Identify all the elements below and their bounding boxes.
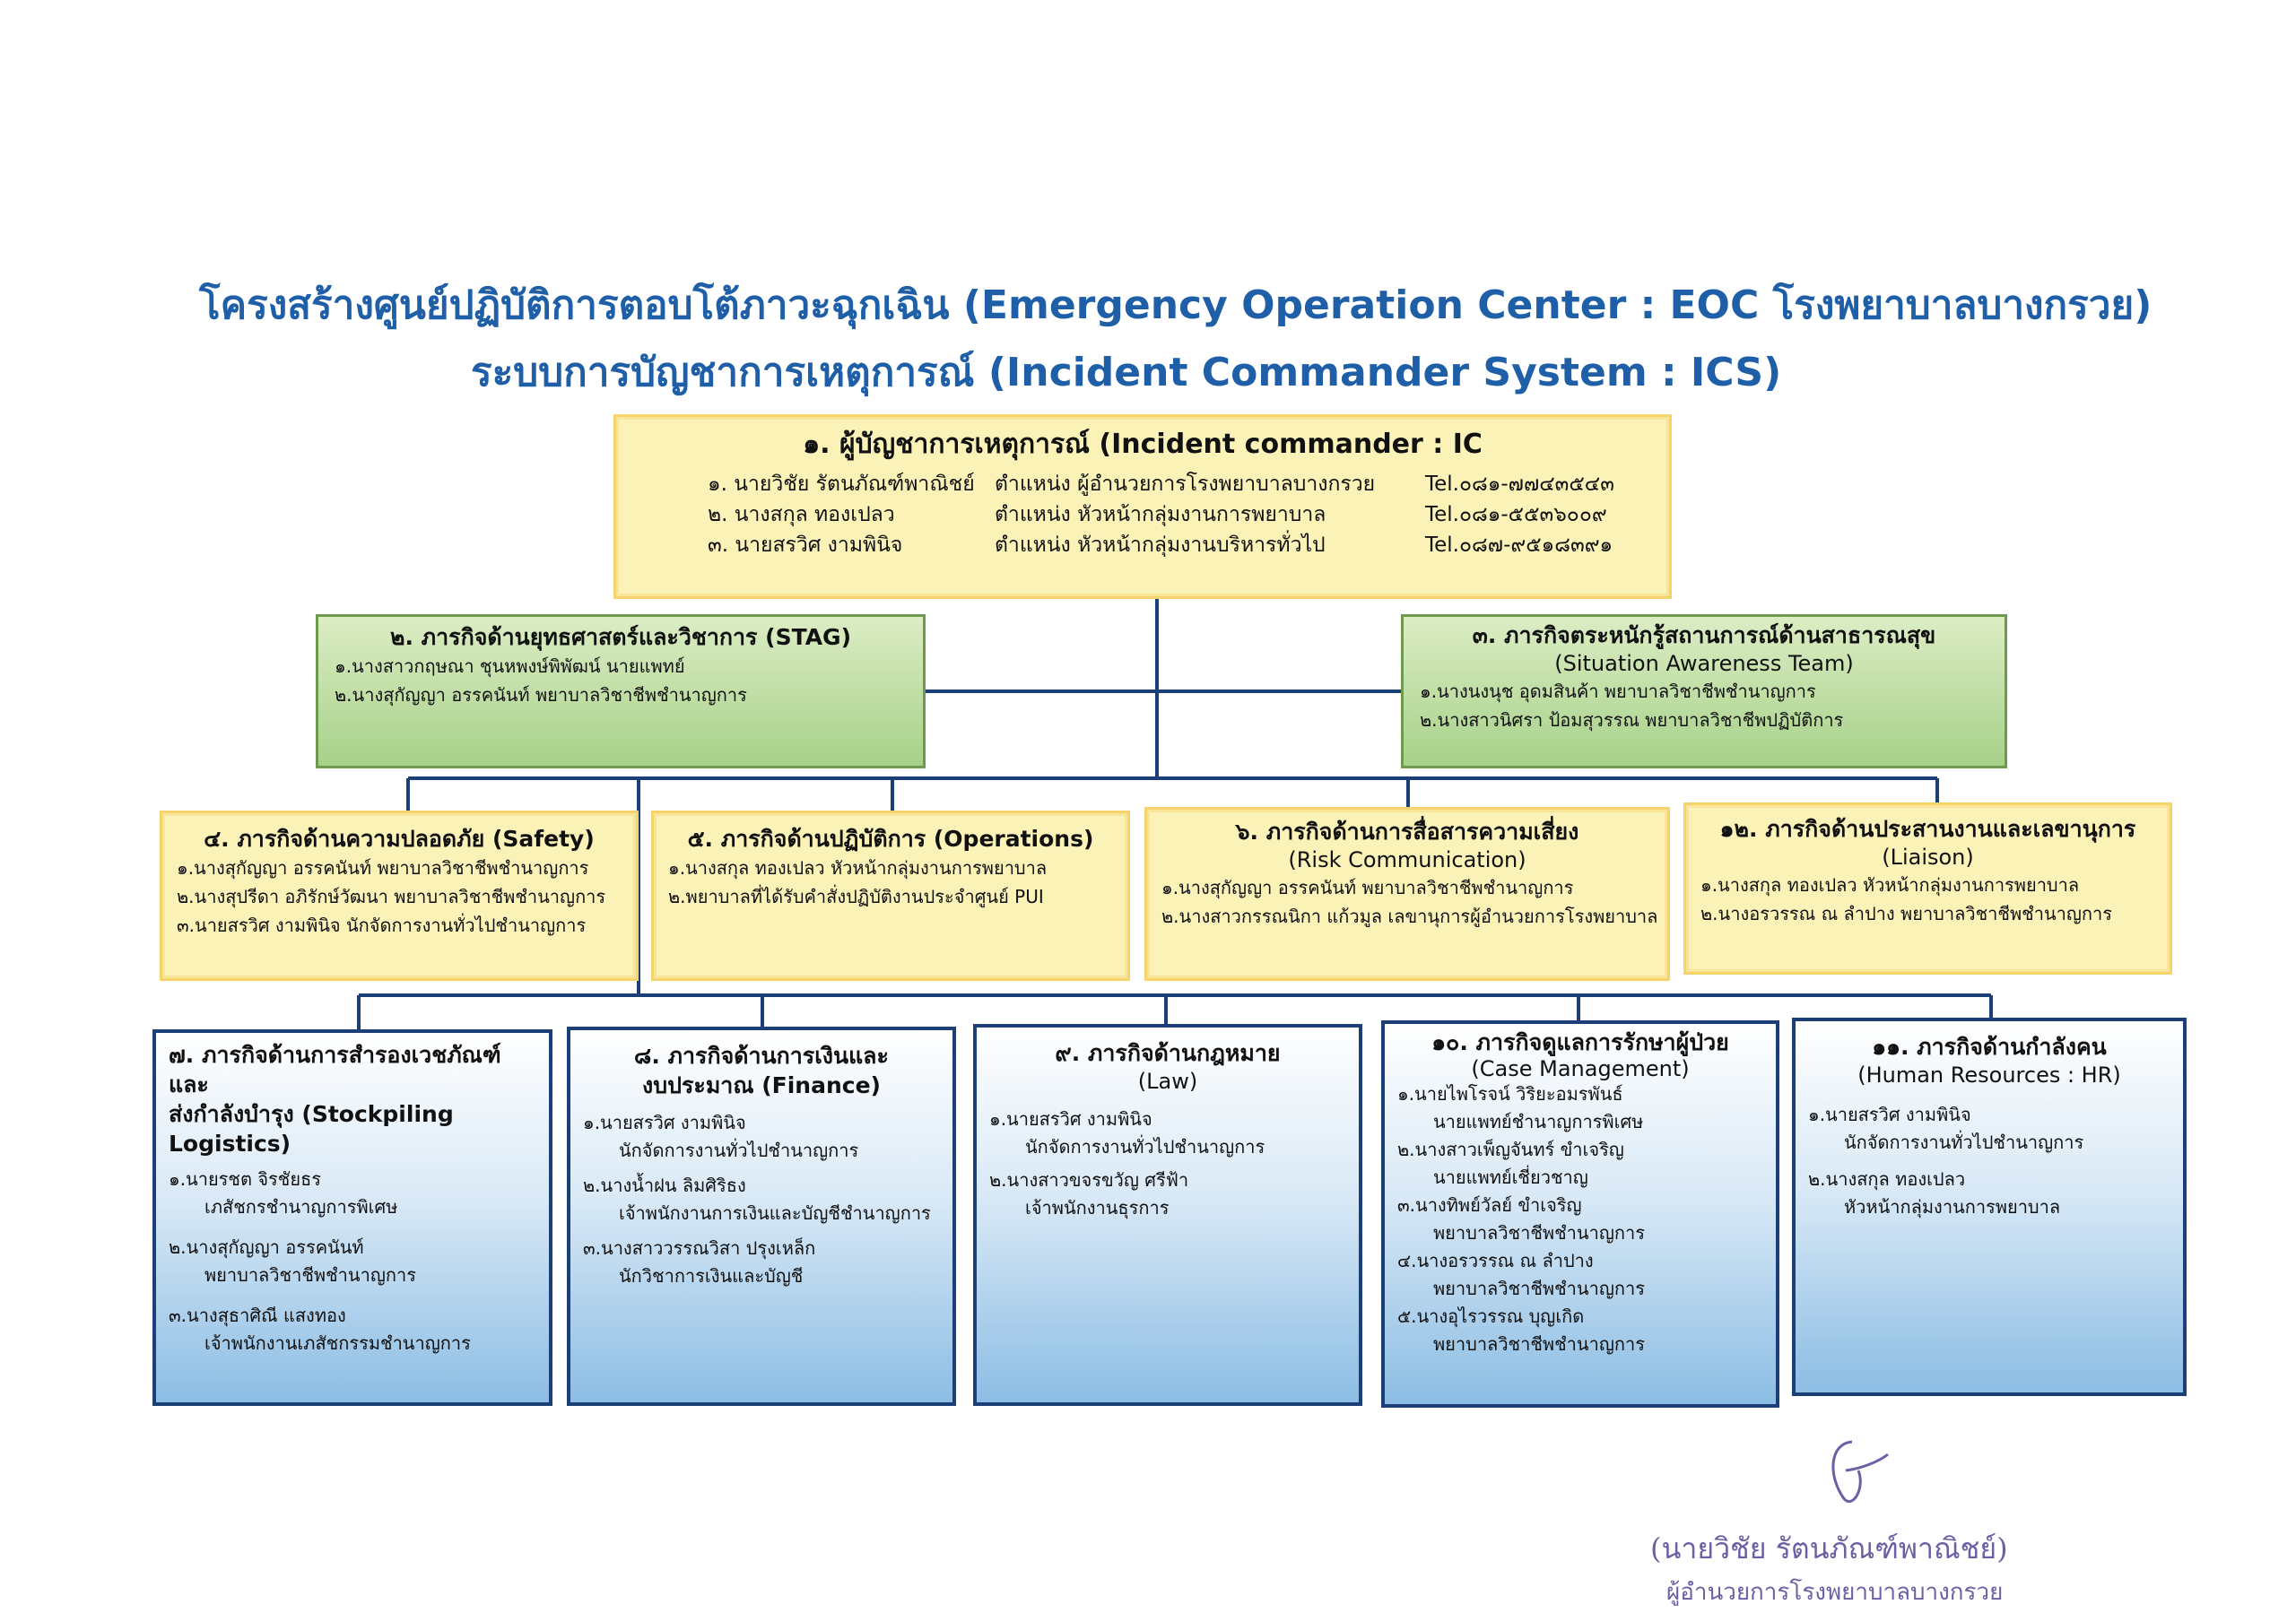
risk-communication-title: ๖. ภารกิจด้านการสื่อสารความเสี่ยง bbox=[1235, 819, 1579, 845]
stag-box: ๒. ภารกิจด้านยุทธศาสตร์และวิชาการ (STAG)… bbox=[316, 614, 926, 768]
risk-communication-subtitle: (Risk Communication) bbox=[1288, 847, 1526, 872]
stockpiling-member-position: เภสัชกรชำนาญการพิเศษ bbox=[204, 1196, 398, 1218]
operations-member: ๑.นางสกุล ทองเปลว หัวหน้ากลุ่มงานการพยาบ… bbox=[668, 857, 1048, 879]
situation-awareness-subtitle: (Situation Awareness Team) bbox=[1554, 651, 1854, 676]
stockpiling-logistics-title: ๗. ภารกิจด้านการสำรองเวชภัณฑ์และ bbox=[169, 1042, 501, 1097]
situation-awareness-box: ๓. ภารกิจตระหนักรู้สถานการณ์ด้านสาธารณสุ… bbox=[1401, 614, 2007, 768]
finance-title: ๘. ภารกิจด้านการเงินและ bbox=[634, 1043, 889, 1069]
page-subtitle: ระบบการบัญชาการเหตุการณ์ (Incident Comma… bbox=[471, 350, 1782, 395]
case-member-position: พยาบาลวิชาชีพชำนาญการ bbox=[1433, 1278, 1645, 1299]
case-member-position: พยาบาลวิชาชีพชำนาญการ bbox=[1433, 1222, 1645, 1244]
safety-member: ๑.นางสุกัญญา อรรคนันท์ พยาบาลวิชาชีพชำนา… bbox=[177, 857, 589, 879]
law-subtitle: (Law) bbox=[1137, 1069, 1198, 1094]
stockpiling-member: ๑.นายรชต จิรชัยธร bbox=[169, 1168, 322, 1190]
case-member-position: นายแพทย์เชี่ยวชาญ bbox=[1433, 1167, 1588, 1188]
case-member-position: พยาบาลวิชาชีพชำนาญการ bbox=[1433, 1333, 1645, 1355]
case-member: ๑.นายไพโรจน์ วิริยะอมรพันธ์ bbox=[1397, 1083, 1623, 1105]
law-member-position: นักจัดการงานทั่วไปชำนาญการ bbox=[1025, 1136, 1265, 1158]
case-management-subtitle: (Case Management) bbox=[1471, 1056, 1690, 1081]
signature-position: ผู้อำนวยการโรงพยาบาลบางกรวย bbox=[1666, 1579, 2004, 1606]
commander-member: ๒. นางสกุล ทองเปลวตำแหน่ง หัวหน้ากลุ่มงา… bbox=[708, 503, 1607, 526]
operations-member: ๒.พยาบาลที่ได้รับคำสั่งปฏิบัติงานประจำศู… bbox=[668, 886, 1044, 907]
stag-member: ๒.นางสุกัญญา อรรคนันท์ พยาบาลวิชาชีพชำนา… bbox=[335, 684, 747, 706]
signature-mark bbox=[1831, 1440, 1889, 1504]
stockpiling-member-position: พยาบาลวิชาชีพชำนาญการ bbox=[204, 1264, 416, 1286]
case-management-box: ๑๐. ภารกิจดูแลการรักษาผู้ป่วย (Case Mana… bbox=[1381, 1020, 1779, 1408]
hr-member: ๑.นายสรวิศ งามพินิจ bbox=[1808, 1104, 1971, 1125]
finance-box: ๘. ภารกิจด้านการเงินและ งบประมาณ (Financ… bbox=[567, 1027, 956, 1406]
finance-member-position: นักวิชาการเงินและบัญชี bbox=[619, 1265, 804, 1287]
operations-box: ๕. ภารกิจด้านปฏิบัติการ (Operations) ๑.น… bbox=[651, 811, 1130, 981]
liaison-member: ๑.นางสกุล ทองเปลว หัวหน้ากลุ่มงานการพยาบ… bbox=[1700, 874, 2080, 896]
finance-title: งบประมาณ (Finance) bbox=[642, 1072, 881, 1098]
page-title: โครงสร้างศูนย์ปฏิบัติการตอบโต้ภาวะฉุกเฉิ… bbox=[199, 282, 2152, 328]
situation-awareness-title: ๓. ภารกิจตระหนักรู้สถานการณ์ด้านสาธารณสุ… bbox=[1472, 622, 1936, 648]
finance-member: ๑.นายสรวิศ งามพินิจ bbox=[583, 1112, 746, 1133]
case-member: ๓.นางทิพย์วัลย์ ขำเจริญ bbox=[1397, 1194, 1582, 1216]
signature-name: (นายวิชัย รัตนภัณฑ์พาณิชย์) bbox=[1650, 1531, 2008, 1566]
finance-member-position: เจ้าพนักงานการเงินและบัญชีชำนาญการ bbox=[619, 1202, 931, 1224]
case-member: ๔.นางอรวรรณ ณ ลำปาง bbox=[1397, 1250, 1594, 1271]
stag-title: ๒. ภารกิจด้านยุทธศาสตร์และวิชาการ (STAG) bbox=[389, 624, 852, 650]
safety-member: ๒.นางสุปรีดา อภิรักษ์วัฒนา พยาบาลวิชาชีพ… bbox=[177, 886, 606, 907]
human-resources-box: ๑๑. ภารกิจด้านกำลังคน (Human Resources :… bbox=[1792, 1018, 2187, 1396]
incident-commander-title: ๑. ผู้บัญชาการเหตุการณ์ (Incident comman… bbox=[803, 429, 1483, 460]
safety-title: ๔. ภารกิจด้านความปลอดภัย (Safety) bbox=[204, 826, 595, 852]
situation-awareness-member: ๒.นางสาวนิศรา ป้อมสุวรรณ พยาบาลวิชาชีพปฏ… bbox=[1420, 709, 1844, 731]
risk-communication-member: ๑.นางสุกัญญา อรรคนันท์ พยาบาลวิชาชีพชำนา… bbox=[1161, 877, 1574, 898]
operations-title: ๕. ภารกิจด้านปฏิบัติการ (Operations) bbox=[687, 826, 1094, 852]
law-member-position: เจ้าพนักงานธุรการ bbox=[1025, 1197, 1170, 1219]
risk-communication-member: ๒.นางสาวกรรณนิกา แก้วมูล เลขานุการผู้อำน… bbox=[1161, 906, 1658, 927]
case-member-position: นายแพทย์ชำนาญการพิเศษ bbox=[1433, 1111, 1644, 1132]
hr-member: ๒.นางสกุล ทองเปลว bbox=[1808, 1168, 1966, 1190]
situation-awareness-member: ๑.นางนงนุช อุดมสินค้า พยาบาลวิชาชีพชำนาญ… bbox=[1420, 681, 1816, 702]
liaison-box: ๑๒. ภารกิจด้านประสานงานและเลขานุการ (Lia… bbox=[1683, 802, 2172, 975]
safety-member: ๓.นายสรวิศ งามพินิจ นักจัดการงานทั่วไปชำ… bbox=[177, 915, 587, 936]
stag-member: ๑.นางสาวกฤษณา ชุนหพงษ์พิพัฒน์ นายแพทย์ bbox=[335, 655, 685, 677]
law-member: ๑.นายสรวิศ งามพินิจ bbox=[989, 1108, 1152, 1130]
law-member: ๒.นางสาวขจรขวัญ ศรีฟ้า bbox=[989, 1169, 1189, 1191]
case-management-title: ๑๐. ภารกิจดูแลการรักษาผู้ป่วย bbox=[1431, 1029, 1729, 1055]
incident-commander-box: ๑. ผู้บัญชาการเหตุการณ์ (Incident comman… bbox=[613, 414, 1672, 599]
risk-communication-box: ๖. ภารกิจด้านการสื่อสารความเสี่ยง (Risk … bbox=[1144, 807, 1670, 981]
hr-member-position: นักจัดการงานทั่วไปชำนาญการ bbox=[1844, 1132, 2084, 1153]
stockpiling-member-position: เจ้าพนักงานเภสัชกรรมชำนาญการ bbox=[204, 1332, 471, 1354]
commander-member: ๓. นายสรวิศ งามพินิจตำแหน่ง หัวหน้ากลุ่ม… bbox=[708, 533, 1613, 557]
case-member: ๒.นางสาวเพ็ญจันทร์ ขำเจริญ bbox=[1397, 1139, 1624, 1160]
safety-box: ๔. ภารกิจด้านความปลอดภัย (Safety) ๑.นางส… bbox=[160, 811, 639, 981]
human-resources-title: ๑๑. ภารกิจด้านกำลังคน bbox=[1872, 1034, 2107, 1060]
commander-member: ๑. นายวิชัย รัตนภัณฑ์พาณิชย์ตำแหน่ง ผู้อ… bbox=[708, 473, 1614, 496]
human-resources-subtitle: (Human Resources : HR) bbox=[1857, 1063, 2121, 1088]
hr-member-position: หัวหน้ากลุ่มงานการพยาบาล bbox=[1844, 1196, 2061, 1218]
finance-member-position: นักจัดการงานทั่วไปชำนาญการ bbox=[619, 1140, 859, 1161]
law-box: ๙. ภารกิจด้านกฎหมาย (Law) ๑.นายสรวิศ งาม… bbox=[973, 1024, 1362, 1406]
case-member: ๕.นางอุไรวรรณ บุญเกิด bbox=[1397, 1305, 1585, 1327]
stockpiling-logistics-title: ส่งกำลังบำรุง (Stockpiling Logistics) bbox=[169, 1101, 454, 1157]
law-title: ๙. ภารกิจด้านกฎหมาย bbox=[1055, 1040, 1281, 1066]
liaison-member: ๒.นางอรวรรณ ณ ลำปาง พยาบาลวิชาชีพชำนาญกา… bbox=[1700, 903, 2112, 924]
liaison-subtitle: (Liaison) bbox=[1882, 845, 1974, 870]
liaison-title: ๑๒. ภารกิจด้านประสานงานและเลขานุการ bbox=[1719, 816, 2136, 842]
stockpiling-member: ๒.นางสุกัญญา อรรคนันท์ bbox=[169, 1236, 364, 1258]
stockpiling-logistics-box: ๗. ภารกิจด้านการสำรองเวชภัณฑ์และ ส่งกำลั… bbox=[152, 1029, 552, 1406]
stockpiling-member: ๓.นางสุธาศิณี แสงทอง bbox=[169, 1305, 346, 1326]
finance-member: ๓.นางสาววรรณวิสา ปรุงเหล็ก bbox=[583, 1237, 816, 1259]
finance-member: ๒.นางน้ำฝน ลิมศิริธง bbox=[583, 1175, 746, 1196]
